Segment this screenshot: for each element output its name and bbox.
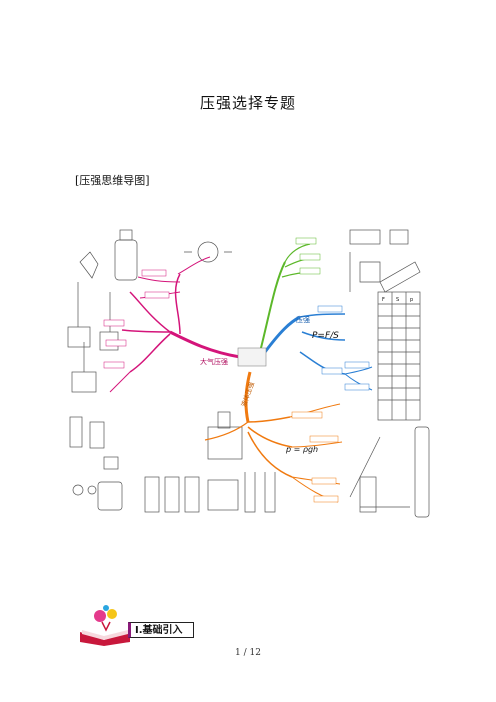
table-header-s: S [396,297,399,303]
document-title: 压强选择专题 [199,94,296,112]
intro-book-icon [76,602,196,646]
pressure-node-label: 压强 [296,316,310,324]
pressure-mind-map-image: 大气压强 压强 液体压强 P=F/S p = ρgh F S p [60,222,440,532]
section-label: [压强思维导图] [75,174,150,187]
intro-section-label: Ⅰ.基础引入 [128,622,194,638]
liquid-node-label: 液体压强 [239,380,257,408]
table-header-p: p [410,297,413,303]
atmosphere-node-label: 大气压强 [200,357,228,366]
page-number: 1 / 12 [235,648,261,658]
table-header-f: F [382,297,385,303]
pressure-formula: P=F/S [312,331,339,341]
liquid-formula: p = ρgh [285,445,318,454]
